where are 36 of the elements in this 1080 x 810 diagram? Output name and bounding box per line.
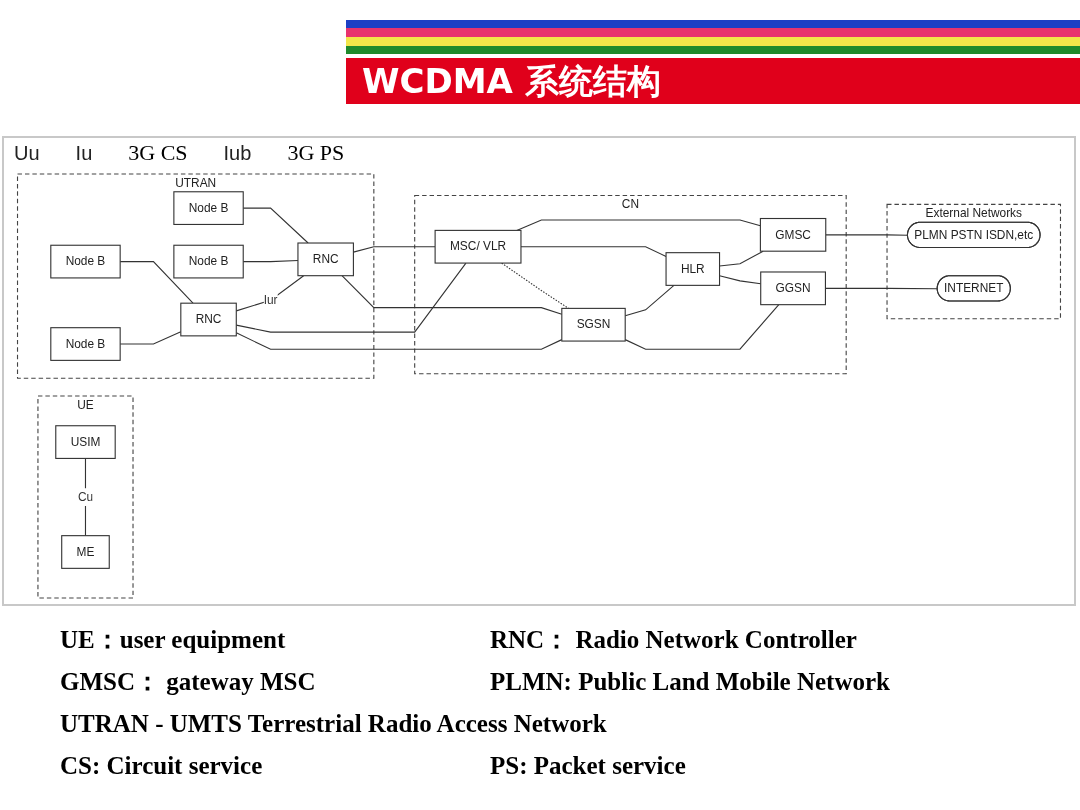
cluster: [37, 395, 134, 599]
cluster: [16, 173, 375, 379]
interface-label: Iub: [223, 141, 252, 165]
connector: [516, 219, 761, 231]
connector: [719, 250, 764, 267]
cluster: [886, 203, 1062, 320]
glossary-entry: PLMN: Public Land Mobile Network: [490, 667, 890, 697]
slide-title: WCDMA 系统结构: [346, 58, 1080, 104]
node-box: [760, 271, 826, 306]
glossary-entry: PS: Packet service: [490, 751, 686, 781]
node-box: [61, 535, 110, 569]
edge-label: Iur: [263, 293, 278, 307]
node-box: [297, 242, 354, 277]
domain-label: 3G CS: [128, 140, 188, 166]
cluster: [414, 194, 847, 375]
connector: [84, 457, 87, 537]
glossary-entry: RNC： Radio Network Controller: [490, 625, 857, 655]
node-box: [50, 327, 121, 361]
glossary-entry: CS: Circuit service: [60, 751, 263, 781]
node-box: [665, 252, 721, 286]
connector: [520, 246, 667, 257]
node-box: [173, 191, 244, 225]
interface-label: Uu: [14, 141, 40, 165]
node-box: [759, 217, 827, 252]
node-box: [561, 307, 626, 342]
glossary-entry: UTRAN - UMTS Terrestrial Radio Access Network: [60, 709, 607, 739]
connector: [624, 304, 780, 350]
glossary-entry: UE：user equipment: [60, 625, 286, 655]
node-box: [173, 244, 244, 279]
interface-label: Iu: [75, 141, 93, 165]
node-box: [55, 425, 116, 459]
domain-label: 3G PS: [287, 140, 345, 166]
glossary-entry: GMSC： gateway MSC: [60, 667, 316, 697]
node-box: [50, 244, 121, 279]
node-box: [434, 229, 522, 264]
node-box: [180, 302, 237, 337]
